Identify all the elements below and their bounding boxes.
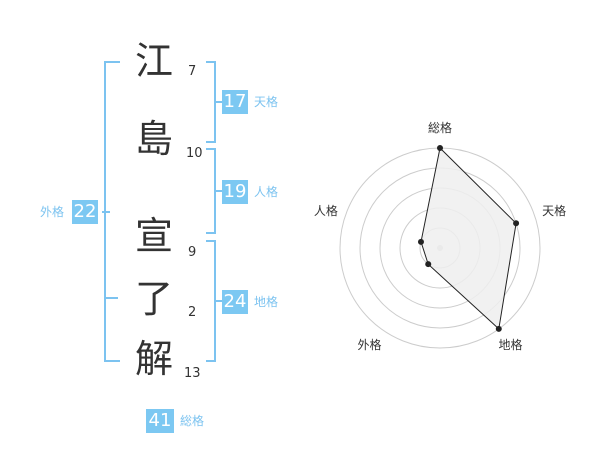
jinkaku-value-badge: 19 [222,180,248,204]
stroke-count-4: 2 [188,305,197,320]
name-char-2: 島 [134,117,173,161]
gaikaku-bracket-arm [102,211,110,213]
radar-point-3 [495,325,502,332]
gaikaku-bracket-notch [104,297,118,299]
chikaku-bracket-arm [214,300,222,302]
tenkaku-bracket-arm [214,101,222,103]
radar-axis-label-5: 人格 [314,203,338,218]
chikaku-value-badge: 24 [222,290,248,314]
stroke-count-3: 9 [188,245,197,260]
tenkaku-value-badge: 17 [222,90,248,114]
name-char-4: 了 [134,277,173,321]
tenkaku-label: 天格 [254,95,279,109]
stroke-count-5: 13 [184,366,201,381]
soukaku-label: 総格 [180,414,205,428]
radar-point-5 [417,238,424,245]
radar-point-2 [513,220,520,227]
radar-point-1 [437,145,443,151]
name-char-3: 宣 [134,214,173,258]
radar-axis-label-4: 外格 [357,337,381,352]
radar-point-4 [425,261,432,268]
gaikaku-value-badge: 22 [72,200,98,224]
jinkaku-label: 人格 [254,185,279,199]
chikaku-label: 地格 [254,295,279,309]
jinkaku-bracket-arm [214,190,222,192]
radar-axis-label-1: 総格 [428,120,452,135]
soukaku-value-badge: 41 [146,409,174,433]
gaikaku-label: 外格 [40,205,65,219]
radar-axis-label-2: 天格 [542,203,566,218]
stroke-count-2: 10 [186,146,203,161]
radar-series-polygon [420,146,517,330]
stroke-count-1: 7 [188,64,197,79]
radar-axis-label-3: 地格 [498,337,522,352]
name-char-1: 江 [134,39,173,83]
name-char-5: 解 [134,337,173,381]
